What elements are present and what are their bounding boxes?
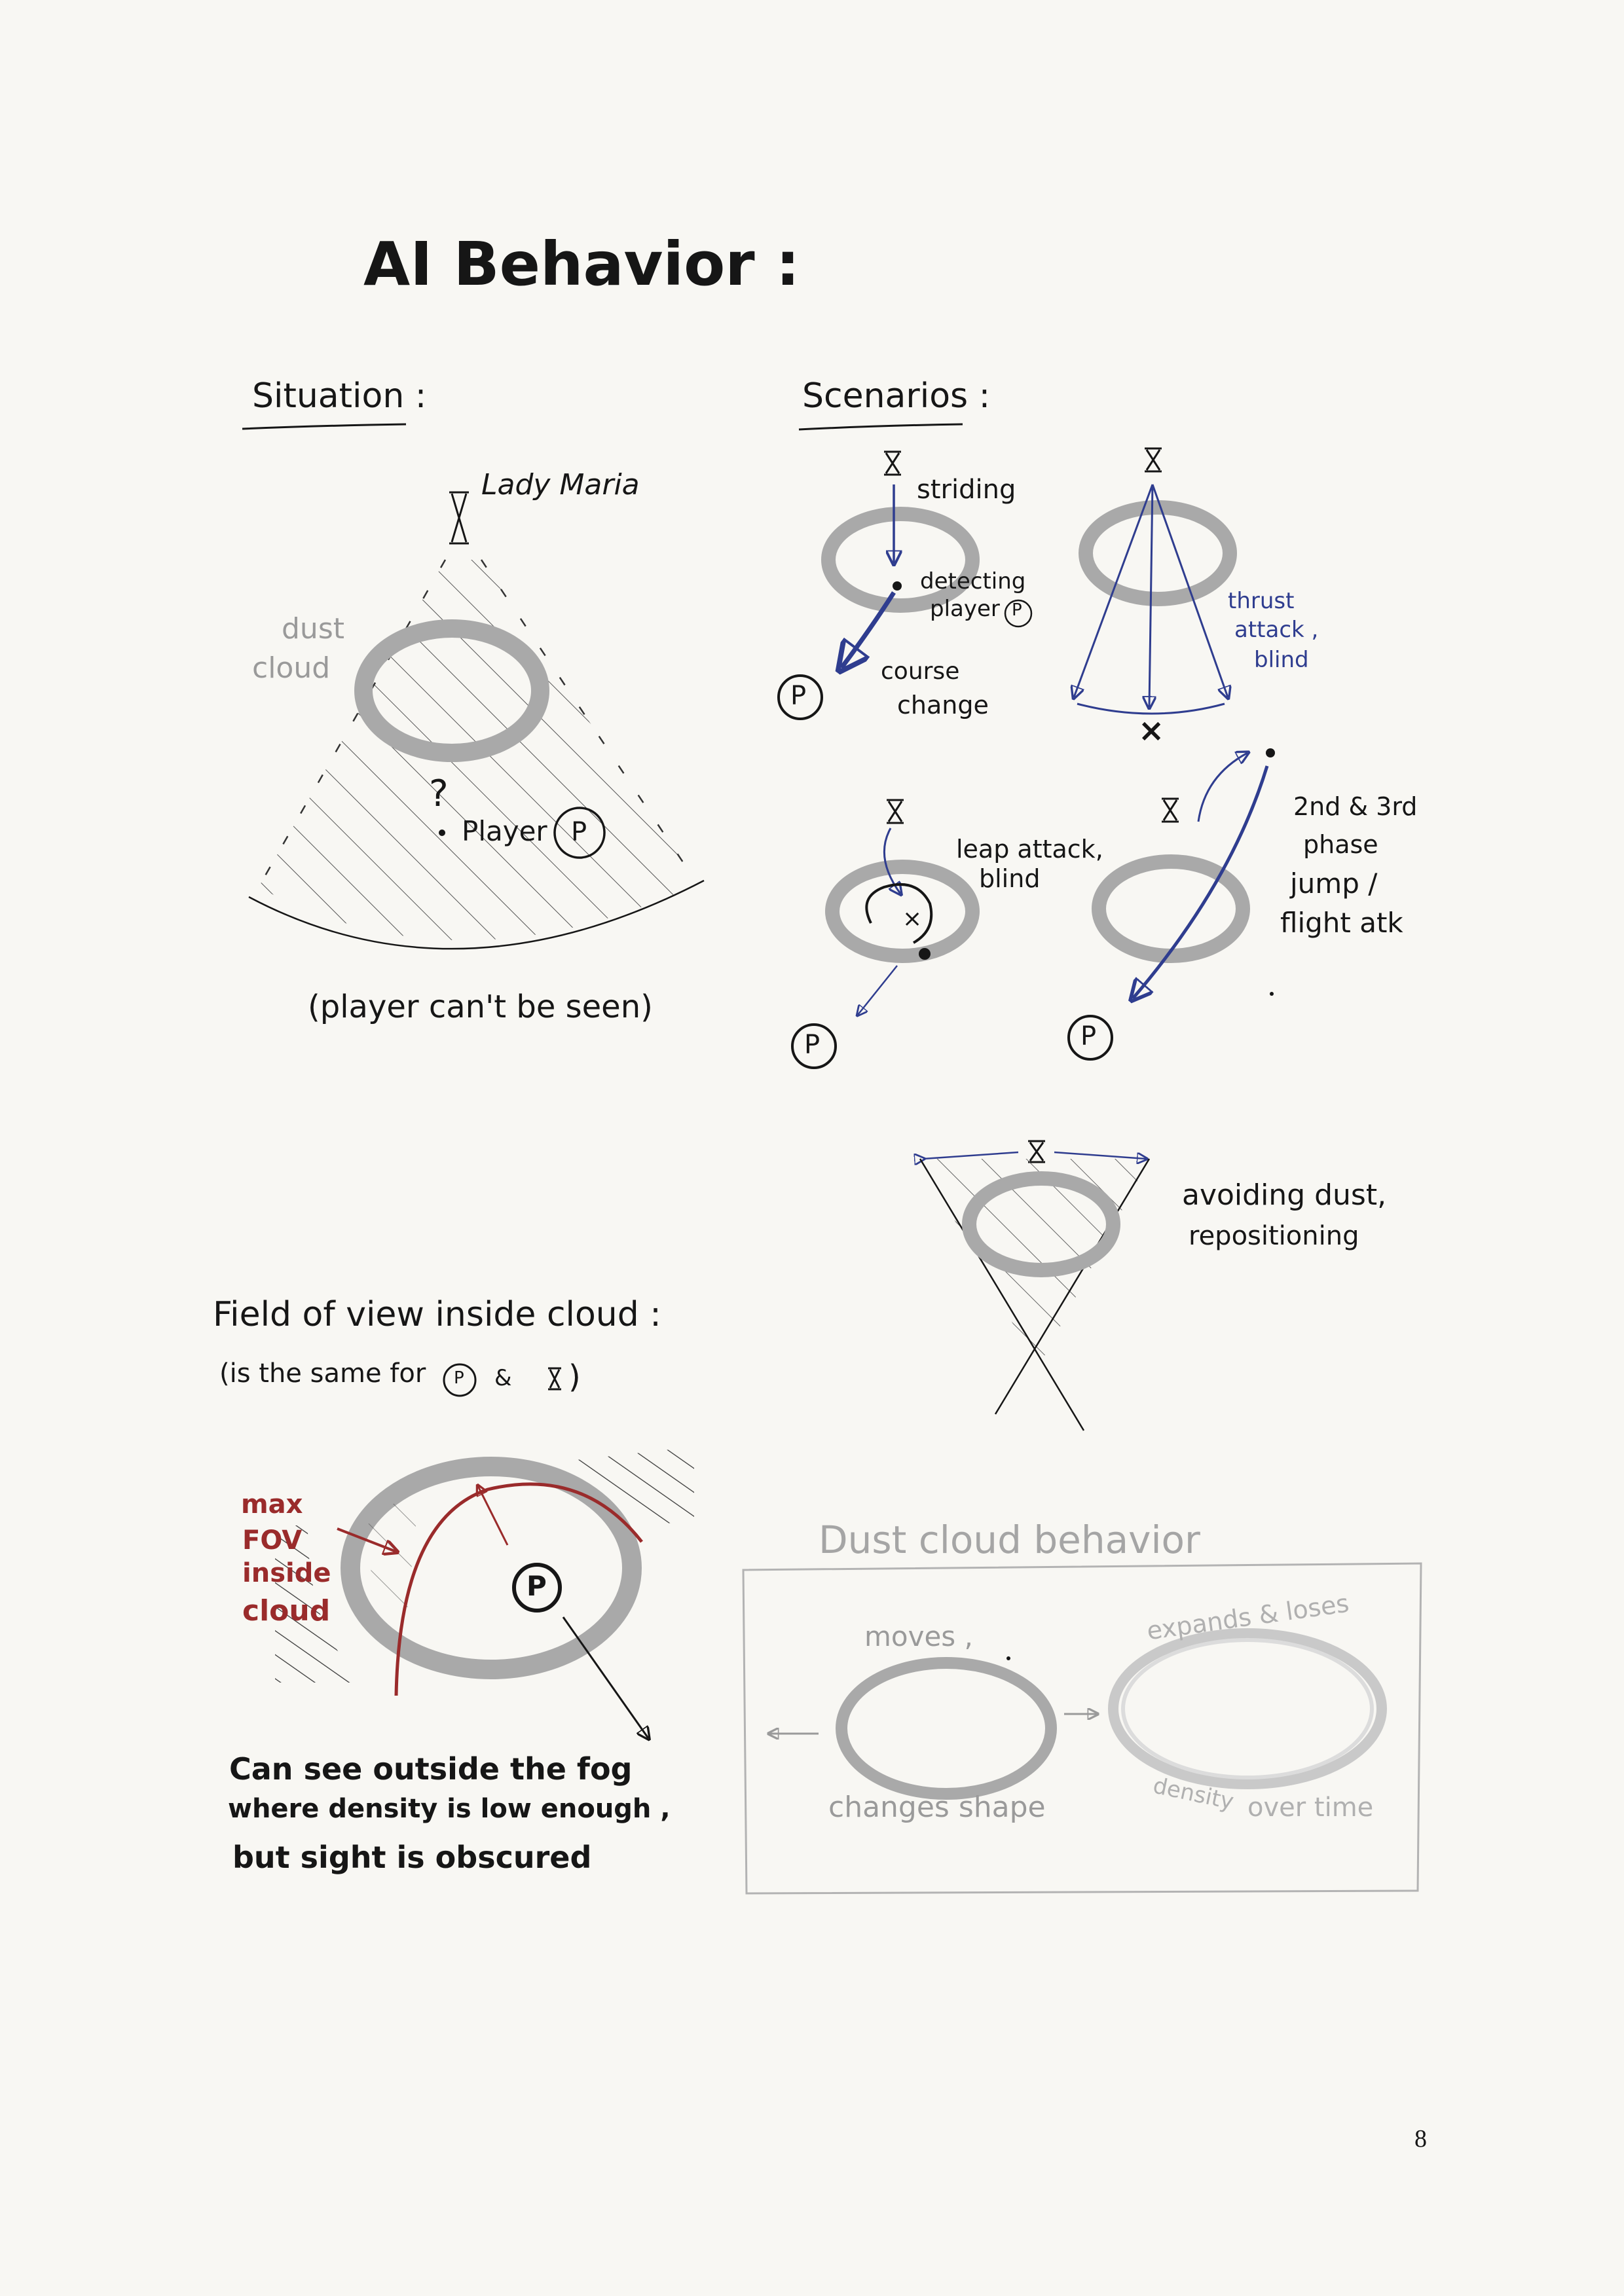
player-badge: P (1080, 1021, 1097, 1051)
boss-mini-icon (548, 1367, 561, 1391)
detecting-player-label: player (930, 596, 1000, 622)
expanding-cloud-ring (1108, 1628, 1387, 1789)
fov-note: but sight is obscured (232, 1840, 592, 1875)
fov-note: Can see outside the fog (229, 1751, 633, 1787)
thrust-label: attack , (1234, 617, 1319, 643)
player-badge-circle (1067, 1015, 1113, 1061)
player-badge-circle (553, 807, 606, 859)
leap-arrow (883, 828, 900, 894)
player-badge: P (571, 817, 587, 847)
player-dot (439, 829, 445, 836)
avoiding-label: avoiding dust, (1182, 1178, 1387, 1212)
scenario-jump (1067, 748, 1275, 1061)
leap-target-mark: × (902, 905, 923, 932)
cloud-label: dust (282, 612, 344, 646)
fov-subtitle-close: ) (568, 1358, 581, 1395)
dust-ring-s2 (1079, 500, 1237, 606)
course-label: course (881, 658, 960, 685)
scenario-thrust (1074, 447, 1237, 715)
page-number: 8 (1414, 2125, 1427, 2153)
dust-cloud-ring (354, 619, 549, 762)
max-fov-label: FOV (242, 1525, 303, 1556)
boss-icon-s3 (887, 799, 904, 824)
thrust-label: thrust (1228, 588, 1295, 614)
lady-maria-icon (449, 491, 469, 545)
leap-label: blind (979, 864, 1041, 893)
moves-label: moves , (864, 1620, 973, 1652)
scenario-leap (791, 799, 980, 1069)
leap-circle (865, 883, 933, 944)
scenarios-heading: Scenarios : (802, 376, 991, 416)
jump-label: jump / (1290, 867, 1378, 900)
player-badge-circle (777, 674, 823, 720)
fov-note: where density is low enough , (228, 1794, 671, 1824)
fov-subtitle-amp: & (494, 1365, 512, 1391)
player-mini-circle (443, 1363, 477, 1397)
dust-cloud-ring (341, 1457, 642, 1679)
changes-shape-label: changes shape (828, 1791, 1046, 1824)
scenario-striding (777, 450, 1033, 720)
boss-icon-s2 (1145, 447, 1162, 473)
max-fov-label: max (241, 1489, 303, 1520)
fov-subtitle: (is the same for (219, 1358, 426, 1389)
page-title: AI Behavior : (363, 229, 800, 299)
phase-label: 2nd & 3rd (1293, 792, 1418, 821)
cloud-label: cloud (252, 651, 331, 685)
striding-label: striding (917, 475, 1016, 505)
player-label: Player (462, 815, 547, 847)
change-label: change (897, 691, 989, 720)
thrust-label: blind (1254, 647, 1309, 673)
scenarios-underline (798, 423, 963, 431)
fov-diagram (275, 1363, 694, 1738)
boss-icon-s1 (884, 450, 901, 476)
player-badge-circle (512, 1563, 562, 1613)
player-badge: P (1012, 600, 1022, 620)
dust-ring-s4 (1092, 854, 1250, 963)
max-fov-label: cloud (242, 1594, 331, 1628)
player-badge-circle (791, 1023, 837, 1069)
over-time-label: over time (1247, 1793, 1374, 1823)
fov-subtitle-player: P (454, 1368, 464, 1388)
situation-underline (242, 423, 407, 430)
dust-ring-s5 (962, 1171, 1120, 1277)
situation-caption: (player can't be seen) (308, 989, 653, 1025)
boss-icon-s4 (1162, 797, 1179, 823)
player-badge: P (790, 681, 807, 711)
flight-label: flight atk (1280, 907, 1403, 939)
situation-diagram (248, 491, 705, 950)
moving-cloud-ring (836, 1657, 1057, 1800)
dust-ring-s3 (825, 860, 980, 963)
fov-heading: Field of view inside cloud : (213, 1295, 661, 1334)
dust-behavior-heading: Dust cloud behavior (819, 1518, 1200, 1562)
thrust-target-mark: × (1138, 712, 1165, 749)
repositioning-label: repositioning (1189, 1221, 1359, 1251)
player-badge: P (804, 1030, 821, 1060)
course-change-arrow (841, 591, 896, 668)
cone-arc (248, 879, 705, 950)
dust-behavior-box (742, 1562, 1422, 1895)
phase-label: phase (1303, 830, 1378, 859)
leap-label: leap attack, (956, 835, 1103, 864)
detecting-label: detecting (920, 568, 1026, 594)
situation-heading: Situation : (252, 376, 427, 416)
player-mini-circle (1004, 599, 1033, 628)
max-fov-label: inside (242, 1558, 331, 1588)
boss-label: Lady Maria (481, 468, 640, 501)
player-badge: P (526, 1570, 547, 1602)
scenario-avoiding (920, 1140, 1151, 1431)
unknown-mark: ? (429, 773, 449, 815)
dust-ring-s1 (821, 507, 980, 613)
sight-arrow (562, 1616, 648, 1738)
detection-dot (893, 581, 902, 591)
